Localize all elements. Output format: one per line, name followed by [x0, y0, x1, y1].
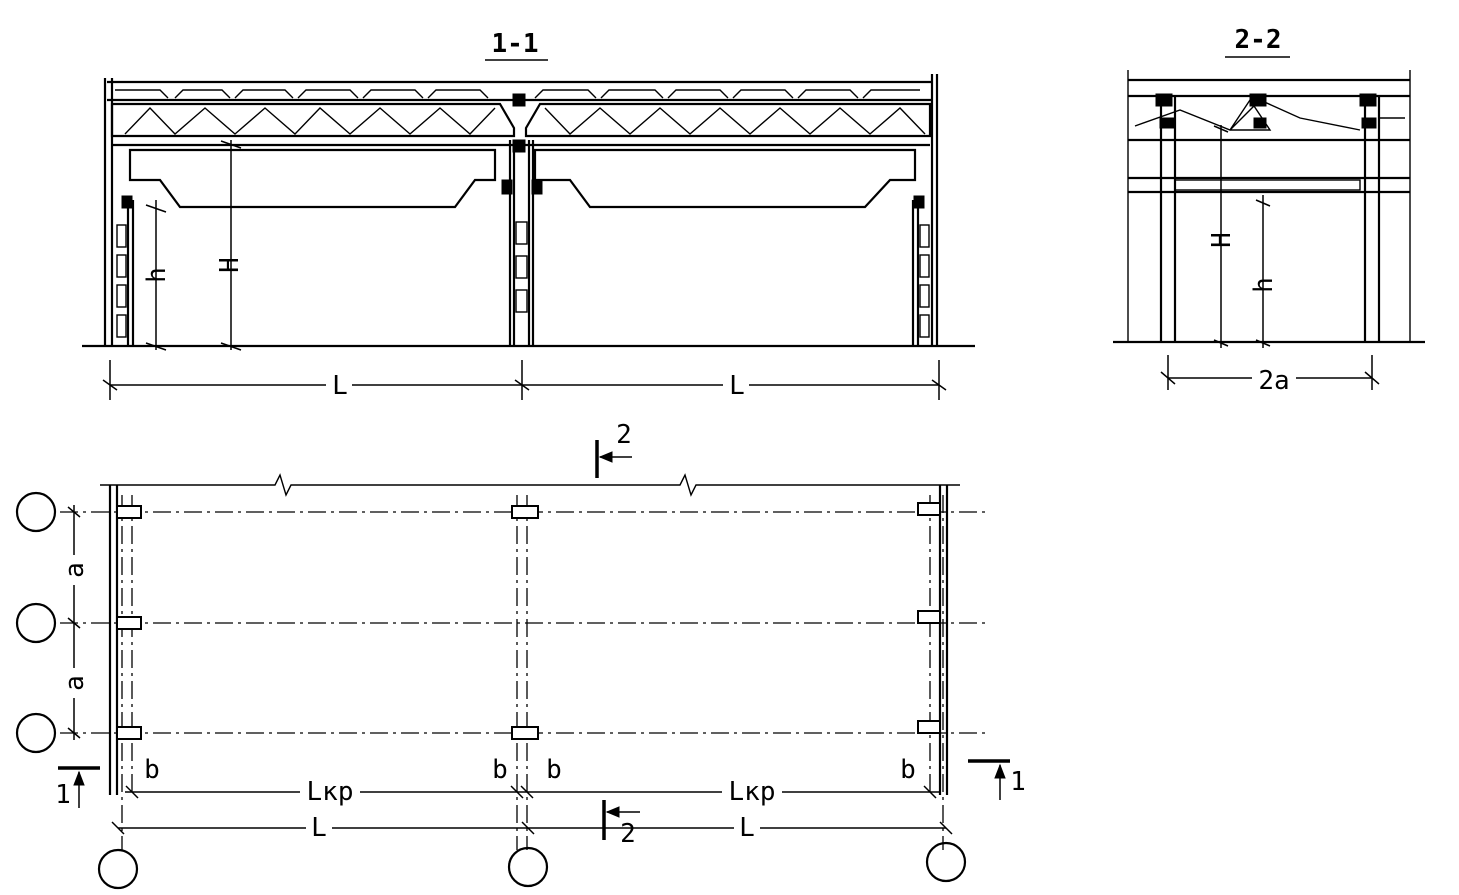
label-L-crane-2: Lкр: [729, 777, 776, 807]
label-cut-2-top: 2: [616, 420, 632, 450]
label-lkr1-bg: [300, 776, 360, 806]
dim-crane-span: [125, 785, 940, 799]
truss-right: [524, 102, 932, 138]
label-lkr2-bg: [722, 776, 782, 806]
label-a2-bg: [62, 668, 86, 698]
label-L2-bg: [723, 370, 749, 396]
truss-2: [1134, 98, 1405, 131]
cut-mark-1-right: [968, 759, 1010, 800]
label-2a: 2a: [1258, 366, 1289, 396]
label-2a-bg: [1252, 366, 1296, 392]
column-left: [103, 78, 135, 346]
label-a-pitch-2: a: [60, 675, 90, 691]
dim-H-2: [1213, 125, 1229, 348]
label-H-height: H: [215, 257, 245, 273]
label-L3-bg: [306, 812, 332, 840]
crane-2: [1174, 179, 1361, 191]
label-b-4: b: [900, 755, 916, 785]
label-cut-2-bottom: 2: [620, 819, 636, 849]
label-b-3: b: [546, 755, 562, 785]
label-L-span-4: L: [739, 813, 755, 843]
columns-plan: [116, 502, 941, 740]
dim-pitch: [67, 505, 81, 740]
column-right: [911, 74, 939, 346]
crane-bridge-left: [128, 148, 497, 209]
section-2-2-title: 2-2: [1235, 25, 1282, 55]
dim-building-span: [111, 821, 953, 835]
label-b-1: b: [144, 755, 160, 785]
dim-h-2: [1255, 195, 1271, 348]
axis-bubble-col-3: [925, 841, 967, 883]
label-L-crane-1: Lкр: [307, 777, 354, 807]
label-L-span-1: L: [332, 371, 348, 401]
label-h-rail-2: h: [1249, 277, 1279, 293]
truss-left: [110, 102, 516, 138]
column-middle: [501, 93, 543, 346]
columns-2: [1155, 93, 1381, 342]
label-L-span-3: L: [311, 813, 327, 843]
label-h-rail: h: [142, 267, 172, 283]
label-L1-bg: [326, 370, 352, 396]
axis-bubble-row-3: [15, 712, 57, 754]
label-b-2: b: [492, 755, 508, 785]
plan-break-line: [100, 473, 960, 497]
cut-mark-1-left: [58, 766, 100, 808]
label-cut-1-left: 1: [55, 780, 71, 810]
plan-view: a a b b b b Lкр Lкр L L: [15, 420, 1026, 890]
label-L-span-2: L: [729, 371, 745, 401]
axis-bubble-row-1: [15, 491, 57, 533]
cut-mark-2-top: [595, 440, 632, 478]
dim-spans: [102, 360, 947, 400]
axis-bubble-col-2: [507, 846, 549, 888]
axis-bubble-col-1: [97, 848, 139, 890]
axis-bubble-row-2: [15, 602, 57, 644]
label-L4-bg: [734, 812, 760, 840]
section-1-1-title: 1-1: [492, 29, 539, 59]
dim-h-left: [145, 200, 167, 351]
crane-bridge-right: [533, 148, 917, 209]
dim-H-left: [220, 140, 242, 351]
cut-mark-2-bottom: [602, 800, 640, 840]
label-H-height-2: H: [1207, 232, 1237, 248]
label-cut-1-right: 1: [1010, 767, 1026, 797]
section-2-2: 2-2 H: [1113, 25, 1425, 396]
section-1-1: 1-1: [82, 29, 975, 401]
label-a1-bg: [62, 555, 86, 585]
roof-ribs: [115, 89, 920, 99]
label-a-pitch-1: a: [60, 562, 90, 578]
